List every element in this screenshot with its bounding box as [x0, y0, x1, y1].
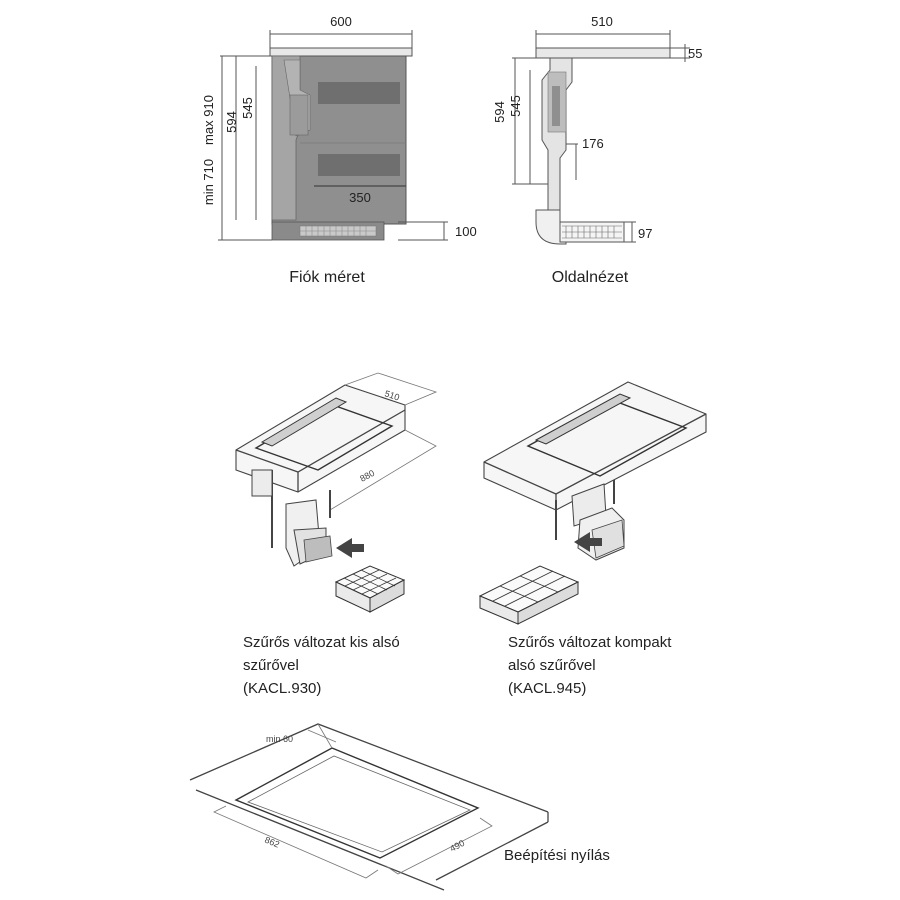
dim-510-guide-small	[344, 372, 438, 406]
variant-small-illustration: 510 880	[235, 372, 438, 613]
cutout-drawing: min 60 862 490 Beépítési nyílás	[189, 723, 610, 891]
dim-plinth-100: 100	[455, 224, 477, 239]
dim-min-60: min 60	[266, 734, 293, 744]
dim-depth-510: 510	[591, 14, 613, 29]
worktop	[269, 47, 413, 57]
cutout-caption: Beépítési nyílás	[504, 847, 610, 864]
cutout-opening	[234, 747, 480, 859]
front-view: 600 350 100	[201, 14, 477, 286]
dim-height-594: 594	[224, 111, 239, 133]
dim-880-guide	[329, 429, 437, 511]
variant-small-caption-2: szűrővel	[243, 657, 299, 674]
dim-width-600: 600	[330, 14, 352, 29]
dim-510-small: 510	[383, 388, 400, 402]
dim-min60-guide-2	[307, 729, 337, 743]
drawer-handle-top	[318, 82, 400, 104]
worktop-front-edge-2	[435, 821, 549, 881]
dim-880-small: 880	[358, 468, 376, 484]
worktop-front-edge-1	[195, 789, 445, 891]
dim-490-guide	[385, 817, 493, 875]
cutout-inner-edge	[247, 755, 471, 853]
variant-small-caption-3: (KACL.930)	[243, 680, 321, 697]
motor-housing	[289, 94, 309, 136]
duct-bend-compact	[591, 519, 625, 559]
side-filter-grid	[562, 225, 622, 239]
front-view-caption: Fiók méret	[289, 269, 365, 286]
variant-small-caption-1: Szűrős változat kis alsó	[243, 634, 400, 651]
dim-min60-guide-1	[317, 723, 333, 749]
side-worktop	[535, 47, 671, 59]
dim-drawer-350: 350	[349, 190, 371, 205]
hood-slot-compact	[534, 393, 632, 445]
side-motor-core	[552, 86, 560, 126]
variant-compact-caption-3: (KACL.945)	[508, 680, 586, 697]
dim-duct-176: 176	[582, 136, 604, 151]
plinth-filter-grid	[300, 226, 376, 236]
variant-compact-caption-2: alsó szűrővel	[508, 657, 596, 674]
dim-filter-97: 97	[638, 226, 652, 241]
filter-small-right	[369, 579, 405, 613]
variant-compact-caption-1: Szűrős változat kompakt	[508, 634, 672, 651]
side-dim-height-545: 545	[508, 95, 523, 117]
filter-compact-grid	[492, 570, 566, 607]
motor-small	[251, 469, 273, 497]
dim-min-710: min 710	[201, 159, 216, 205]
dim-height-545: 545	[240, 97, 255, 119]
side-view: 510 55 97 176	[492, 14, 702, 286]
dim-max-910: max 910	[201, 95, 216, 145]
drawer-handle-bottom	[318, 154, 400, 176]
arrow-insert-compact	[574, 532, 602, 552]
side-view-caption: Oldalnézet	[552, 269, 629, 286]
hood-slot-small	[260, 397, 348, 447]
side-dim-height-594: 594	[492, 101, 507, 123]
dim-top-55: 55	[688, 46, 702, 61]
duct-outlet-small	[303, 535, 333, 563]
dim-length-862: 862	[263, 835, 281, 850]
filter-small-grid	[343, 569, 397, 595]
variant-compact-illustration	[478, 381, 707, 625]
arrow-insert-small	[336, 538, 364, 558]
dim-862-guide	[213, 805, 379, 879]
